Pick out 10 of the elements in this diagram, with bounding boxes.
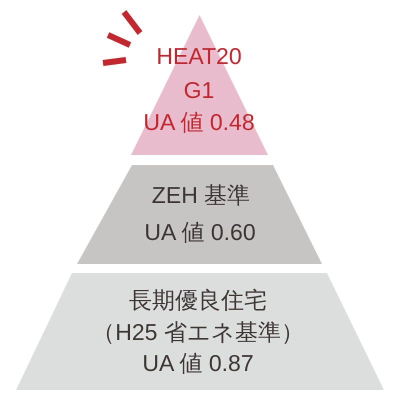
pyramid-band [77,165,322,264]
ua-value: UA 値 0.60 [144,218,256,246]
tier-label: 長期優良住宅 [129,286,267,314]
pyramid-triangle [131,15,268,155]
ua-value: UA 値 0.87 [142,349,254,377]
ua-value: UA 値 0.48 [143,108,255,136]
tier-label: （H25 省エネ基準） [92,318,304,346]
pyramid-band [16,273,384,390]
tier-label: ZEH 基準 [152,181,250,209]
tier-label: HEAT20 G1 [156,42,242,105]
